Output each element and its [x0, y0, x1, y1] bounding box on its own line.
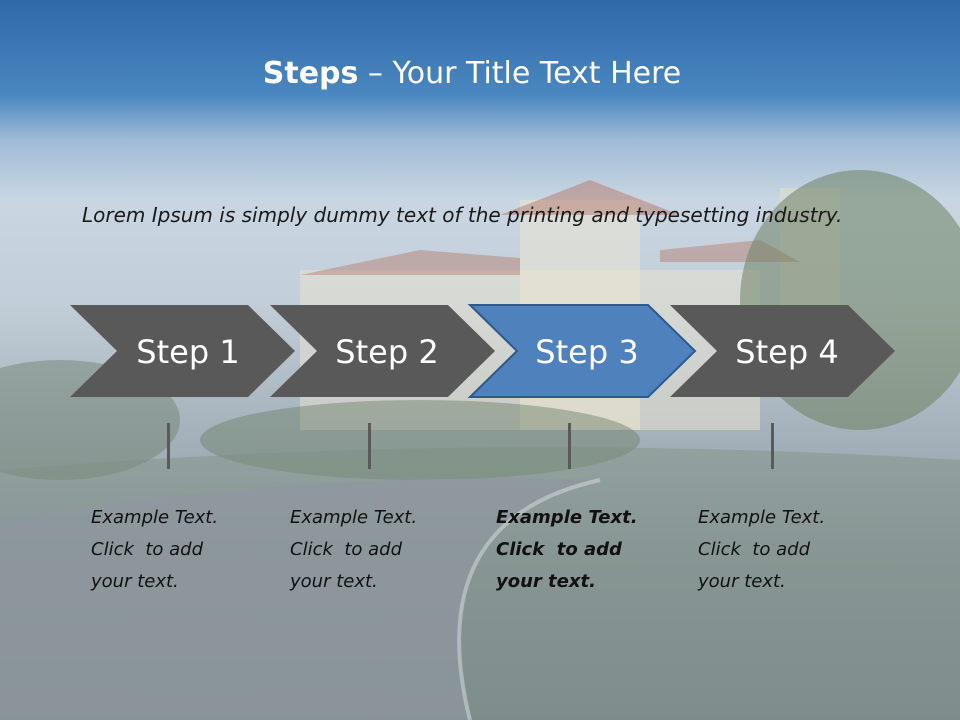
step-3-label: Step 3 [535, 333, 639, 371]
step-3-connector [568, 423, 571, 469]
note-line: Example Text. [290, 507, 418, 528]
step-1-connector [167, 423, 170, 469]
step-3-note[interactable]: Example Text. Click to add your text. [496, 502, 666, 598]
slide-title: Steps – Your Title Text Here [0, 56, 944, 91]
note-line: Example Text. [496, 507, 638, 528]
step-4-arrow[interactable] [670, 305, 895, 397]
note-line: Click to add [91, 539, 204, 560]
step-3-arrow[interactable] [467, 304, 697, 398]
note-line: Click to add [698, 539, 811, 560]
step-1-label: Step 1 [136, 333, 240, 371]
note-line: Click to add [290, 539, 403, 560]
note-line: your text. [698, 571, 786, 592]
step-4-note[interactable]: Example Text. Click to add your text. [698, 502, 868, 598]
step-4-connector [771, 423, 774, 469]
step-2-note[interactable]: Example Text. Click to add your text. [290, 502, 460, 598]
intro-text: Lorem Ipsum is simply dummy text of the … [82, 203, 843, 227]
step-2-connector [368, 423, 371, 469]
step-1-note[interactable]: Example Text. Click to add your text. [91, 502, 261, 598]
title-bold: Steps [262, 56, 359, 91]
note-line: Example Text. [91, 507, 219, 528]
note-line: your text. [91, 571, 179, 592]
title-rest: – Your Title Text Here [358, 56, 682, 91]
note-line: your text. [290, 571, 378, 592]
step-1-arrow[interactable] [70, 305, 295, 397]
step-2-arrow[interactable] [270, 305, 495, 397]
note-line: Example Text. [698, 507, 826, 528]
step-4-label: Step 4 [735, 333, 839, 371]
step-2-label: Step 2 [335, 333, 439, 371]
note-line: Click to add [496, 539, 622, 560]
note-line: your text. [496, 571, 596, 592]
